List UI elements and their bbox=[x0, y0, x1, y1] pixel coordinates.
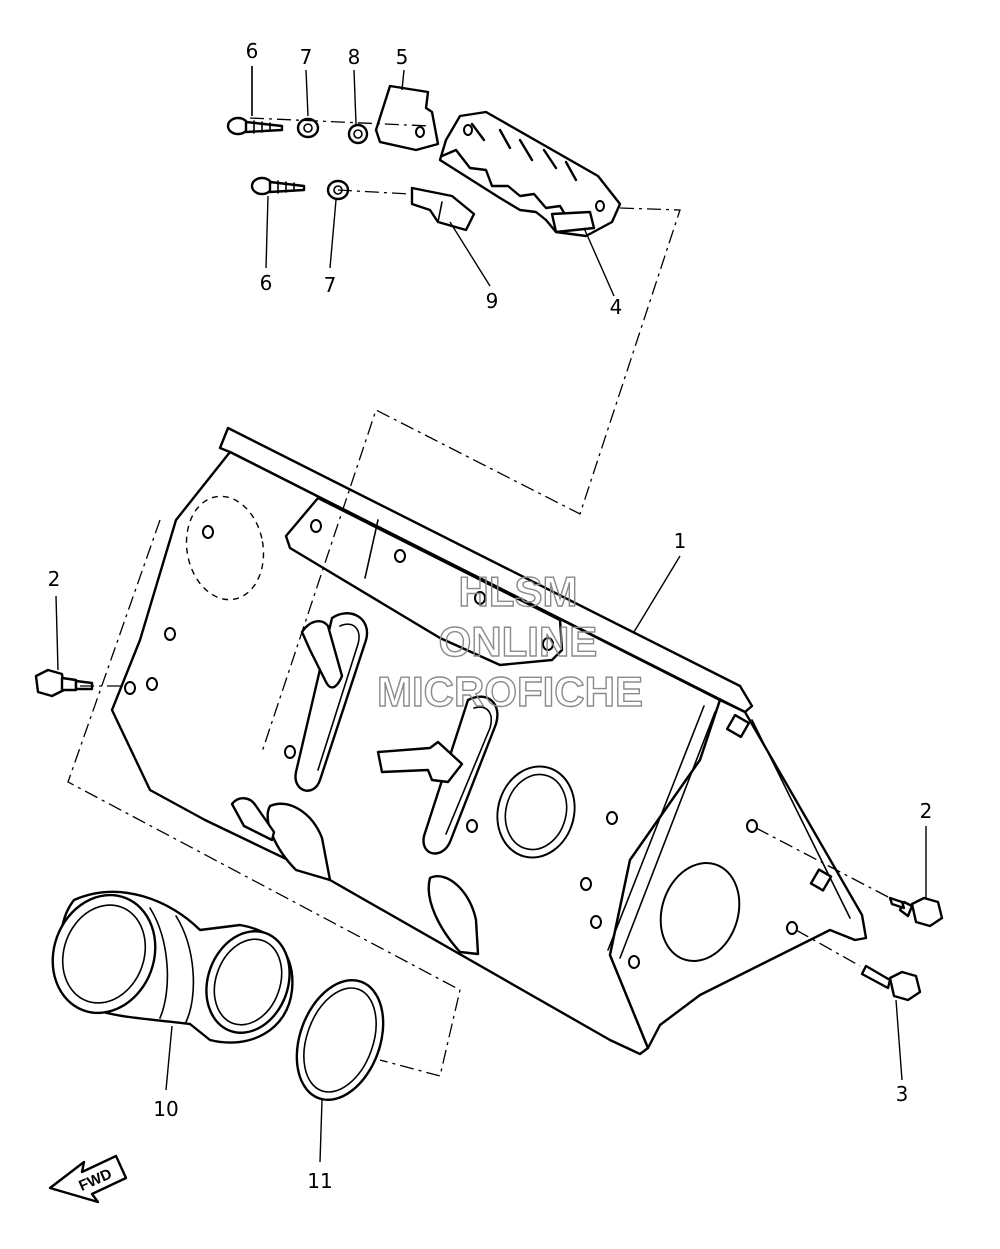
leader-lines bbox=[55, 66, 927, 1163]
callout-1: 1 bbox=[674, 529, 687, 553]
screw-lower bbox=[250, 176, 306, 196]
harness-bracket bbox=[438, 110, 622, 238]
watermark-line-1: HLSM bbox=[459, 568, 578, 615]
watermark-line-3: MICROFICHE bbox=[377, 668, 643, 715]
callout-8: 8 bbox=[348, 45, 361, 69]
callout-10: 10 bbox=[153, 1097, 178, 1121]
callout-7-bottom: 7 bbox=[324, 273, 337, 297]
callout-2-left: 2 bbox=[48, 567, 61, 591]
callout-6-top: 6 bbox=[246, 39, 259, 63]
bolt-right-lower bbox=[860, 964, 922, 1002]
small-bracket bbox=[374, 84, 440, 152]
callout-5: 5 bbox=[396, 45, 409, 69]
intake-boot bbox=[51, 890, 294, 1044]
watermark-line-2: ONLINE bbox=[439, 618, 598, 665]
seal-ring bbox=[295, 978, 385, 1102]
callout-4: 4 bbox=[610, 295, 623, 319]
cable-clamp bbox=[410, 186, 476, 232]
callout-3: 3 bbox=[896, 1082, 909, 1106]
assembly-lines bbox=[67, 117, 891, 1077]
callout-2-right: 2 bbox=[920, 799, 933, 823]
washer-upper bbox=[296, 117, 320, 139]
screw-upper bbox=[226, 116, 284, 136]
callout-numbers: 1 2 2 3 4 5 6 6 7 7 8 9 10 11 bbox=[48, 39, 933, 1193]
callout-9: 9 bbox=[486, 289, 499, 313]
bolt-left bbox=[34, 668, 94, 698]
callout-7-top: 7 bbox=[300, 45, 313, 69]
bolt-right-upper bbox=[888, 896, 944, 928]
grommet bbox=[347, 123, 369, 145]
watermark: HLSM ONLINE MICROFICHE bbox=[376, 567, 643, 715]
forward-direction-arrow: FWD bbox=[48, 1154, 128, 1204]
main-mounting-plate bbox=[110, 426, 868, 1056]
callout-11: 11 bbox=[307, 1169, 332, 1193]
callout-6-bottom: 6 bbox=[260, 271, 273, 295]
